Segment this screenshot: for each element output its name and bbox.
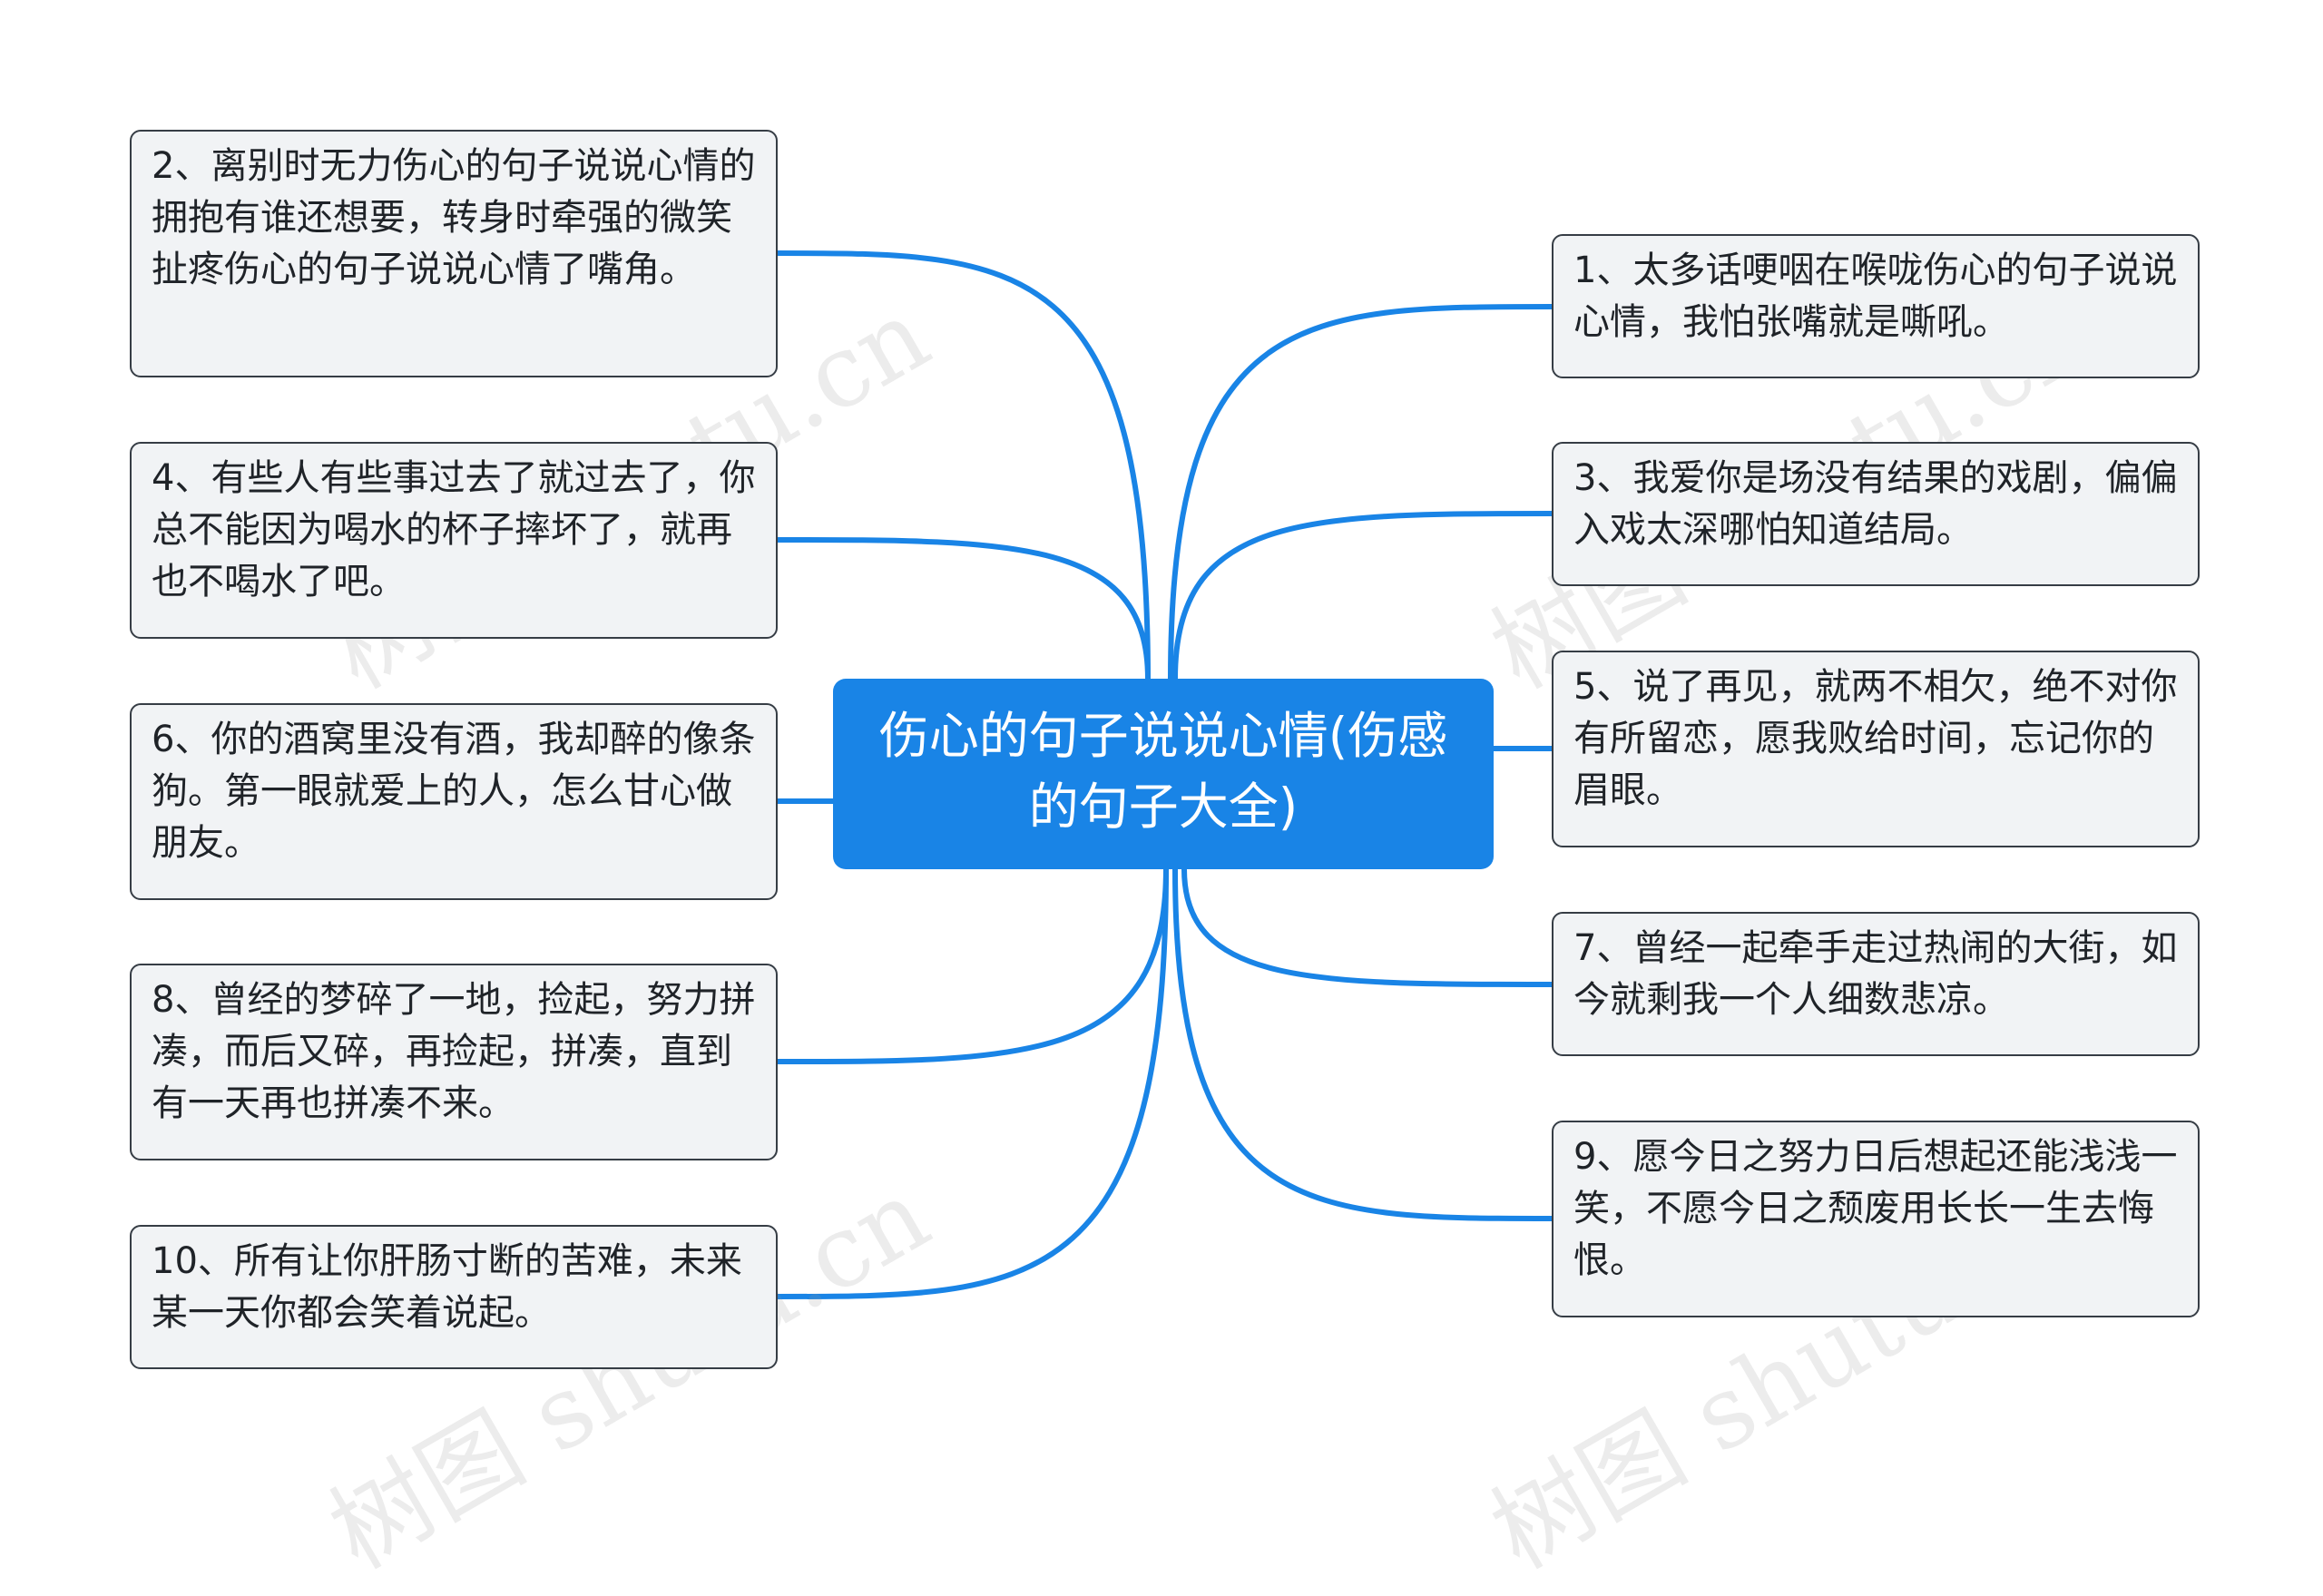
topic-node-1[interactable]: 1、太多话哽咽在喉咙伤心的句子说说心情，我怕张嘴就是嘶吼。 [1552,234,2200,378]
topic-node-6[interactable]: 6、你的酒窝里没有酒，我却醉的像条狗。第一眼就爱上的人，怎么甘心做朋友。 [130,703,778,900]
topic-node-text: 10、所有让你肝肠寸断的苦难，未来某一天你都会笑着说起。 [152,1240,742,1334]
edge-to-node-4 [775,537,1151,681]
mind-map-edges [775,250,1554,1299]
topic-node-8[interactable]: 8、曾经的梦碎了一地，捡起，努力拼凑，而后又碎，再捡起，拼凑，直到有一天再也拼凑… [130,964,778,1160]
edge-to-node-10 [775,867,1169,1299]
topic-node-text: 2、离别时无力伤心的句子说说心情的拥抱有谁还想要，转身时牵强的微笑扯疼伤心的句子… [152,145,756,290]
central-topic-label: 伤心的句子说说心情(伤感的句子大全) [878,707,1448,836]
topic-node-4[interactable]: 4、有些人有些事过去了就过去了，你总不能因为喝水的杯子摔坏了，就再也不喝水了吧。 [130,442,778,639]
topic-node-2[interactable]: 2、离别时无力伤心的句子说说心情的拥抱有谁还想要，转身时牵强的微笑扯疼伤心的句子… [130,130,778,377]
edge-to-node-7 [1181,867,1554,987]
topic-node-3[interactable]: 3、我爱你是场没有结果的戏剧，偏偏入戏太深哪怕知道结局。 [1552,442,2200,586]
topic-node-text: 7、曾经一起牵手走过热闹的大街，如今就剩我一个人细数悲凉。 [1573,927,2178,1021]
topic-node-5[interactable]: 5、说了再见，就两不相欠，绝不对你有所留恋，愿我败给时间，忘记你的眉眼。 [1552,651,2200,847]
topic-node-text: 3、我爱你是场没有结果的戏剧，偏偏入戏太深哪怕知道结局。 [1573,457,2178,551]
mind-map-canvas: 树图 shutu.cn 树图 shutu.cn 树图 shutu.cn 树图 s… [130,130,2200,1591]
edge-to-node-1 [1168,304,1554,681]
edge-to-node-8 [775,867,1169,1064]
central-topic[interactable]: 伤心的句子说说心情(伤感的句子大全) [833,679,1494,869]
topic-node-text: 4、有些人有些事过去了就过去了，你总不能因为喝水的杯子摔坏了，就再也不喝水了吧。 [152,457,756,602]
edge-to-node-9 [1172,867,1554,1221]
topic-node-text: 5、说了再见，就两不相欠，绝不对你有所留恋，愿我败给时间，忘记你的眉眼。 [1573,666,2178,811]
topic-node-7[interactable]: 7、曾经一起牵手走过热闹的大街，如今就剩我一个人细数悲凉。 [1552,912,2200,1056]
edge-to-node-3 [1172,511,1554,681]
topic-node-text: 1、太多话哽咽在喉咙伤心的句子说说心情，我怕张嘴就是嘶吼。 [1573,250,2178,343]
topic-node-9[interactable]: 9、愿今日之努力日后想起还能浅浅一笑，不愿今日之颓废用长长一生去悔恨。 [1552,1121,2200,1317]
topic-node-text: 6、你的酒窝里没有酒，我却醉的像条狗。第一眼就爱上的人，怎么甘心做朋友。 [152,719,756,864]
topic-node-10[interactable]: 10、所有让你肝肠寸断的苦难，未来某一天你都会笑着说起。 [130,1225,778,1369]
topic-node-text: 8、曾经的梦碎了一地，捡起，努力拼凑，而后又碎，再捡起，拼凑，直到有一天再也拼凑… [152,979,756,1124]
edge-to-node-2 [775,250,1151,681]
topic-node-text: 9、愿今日之努力日后想起还能浅浅一笑，不愿今日之颓废用长长一生去悔恨。 [1573,1136,2178,1281]
